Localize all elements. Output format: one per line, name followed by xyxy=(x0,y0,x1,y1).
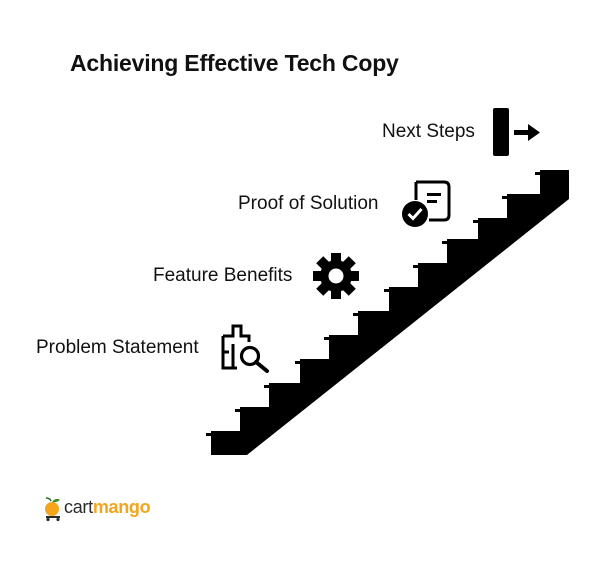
step-label-feature-benefits: Feature Benefits xyxy=(153,265,293,286)
document-check-icon xyxy=(402,180,451,227)
step-label-problem-statement: Problem Statement xyxy=(36,337,199,358)
exit-arrow-icon xyxy=(493,108,540,156)
stair-lip xyxy=(384,289,394,292)
stair-lip xyxy=(324,337,334,340)
stair-lip xyxy=(206,433,216,436)
stair-lip xyxy=(413,265,423,268)
logo-text-cart: cart xyxy=(64,497,93,517)
logo-wordmark: cartmango xyxy=(64,497,151,518)
stair-lip xyxy=(502,196,512,199)
puzzle-search-icon xyxy=(221,324,269,373)
cartmango-logo: cartmango xyxy=(40,496,170,522)
mango-icon xyxy=(45,497,60,522)
stair-lip xyxy=(535,172,545,175)
logo-text-mango: mango xyxy=(92,497,151,517)
step-label-proof-of-solution: Proof of Solution xyxy=(238,193,379,214)
stair-lip xyxy=(295,361,305,364)
stair-lip xyxy=(235,409,245,412)
gear-icon xyxy=(313,253,359,299)
step-label-next-steps: Next Steps xyxy=(382,121,475,142)
diagram-title: Achieving Effective Tech Copy xyxy=(70,50,399,76)
stair-lip xyxy=(473,220,483,223)
staircase-shape xyxy=(211,170,569,455)
stair-lip xyxy=(442,241,452,244)
stair-lip xyxy=(353,313,363,316)
stair-lip xyxy=(264,385,274,388)
